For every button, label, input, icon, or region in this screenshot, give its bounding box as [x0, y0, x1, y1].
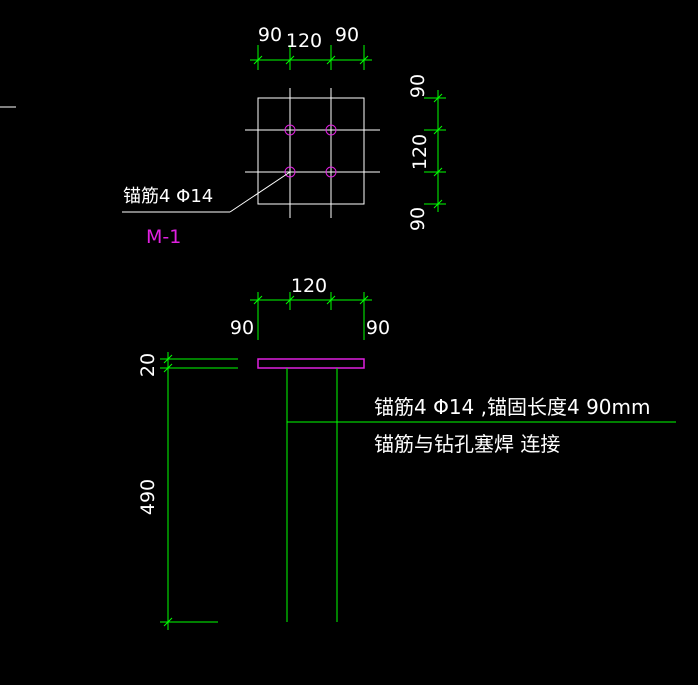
plan-dim-right-top: 90	[407, 74, 429, 98]
anchor-hole	[284, 124, 296, 136]
plan-rebar-label: 锚筋4 Φ14	[123, 186, 213, 207]
plate-section	[257, 358, 365, 369]
plan-dim-right: 90	[335, 24, 359, 46]
section-dim-center: 120	[291, 275, 327, 297]
plan-right-dimension	[424, 90, 446, 212]
plate-id-label: M-1	[146, 226, 181, 248]
section-note-line2: 锚筋与钻孔塞焊 连接	[374, 432, 560, 456]
anchor-hole	[325, 166, 337, 178]
anchor-holes	[284, 124, 337, 178]
section-top-dimension	[250, 292, 372, 340]
section-dim-plate-thickness: 20	[137, 353, 159, 377]
plan-dim-left: 90	[258, 24, 282, 46]
plan-dim-right-bottom: 90	[407, 207, 429, 231]
rebar-leader	[122, 171, 291, 213]
plan-dim-right-mid: 120	[409, 134, 431, 170]
anchor-bars-section	[286, 368, 338, 622]
section-dim-left: 90	[230, 317, 254, 339]
plan-view: 90 120 90 锚筋4 Φ14 M-1	[122, 24, 446, 248]
section-dim-anchor-length: 490	[137, 479, 159, 515]
plan-dim-center: 120	[286, 30, 322, 52]
plate-plan-outline	[257, 97, 365, 205]
plate-plan-grid	[245, 88, 380, 218]
section-note-line1: 锚筋4 Φ14 ,锚固长度4 90mm	[374, 395, 650, 419]
anchor-hole	[325, 124, 337, 136]
section-left-dimension	[160, 352, 238, 630]
anchor-hole	[284, 166, 296, 178]
section-view: 120 90 90 锚筋4 Φ14 ,锚固长度4 90mm 锚筋与钻孔塞焊 连接…	[137, 275, 676, 630]
plan-top-dimension	[250, 45, 372, 70]
section-dim-right: 90	[366, 317, 390, 339]
